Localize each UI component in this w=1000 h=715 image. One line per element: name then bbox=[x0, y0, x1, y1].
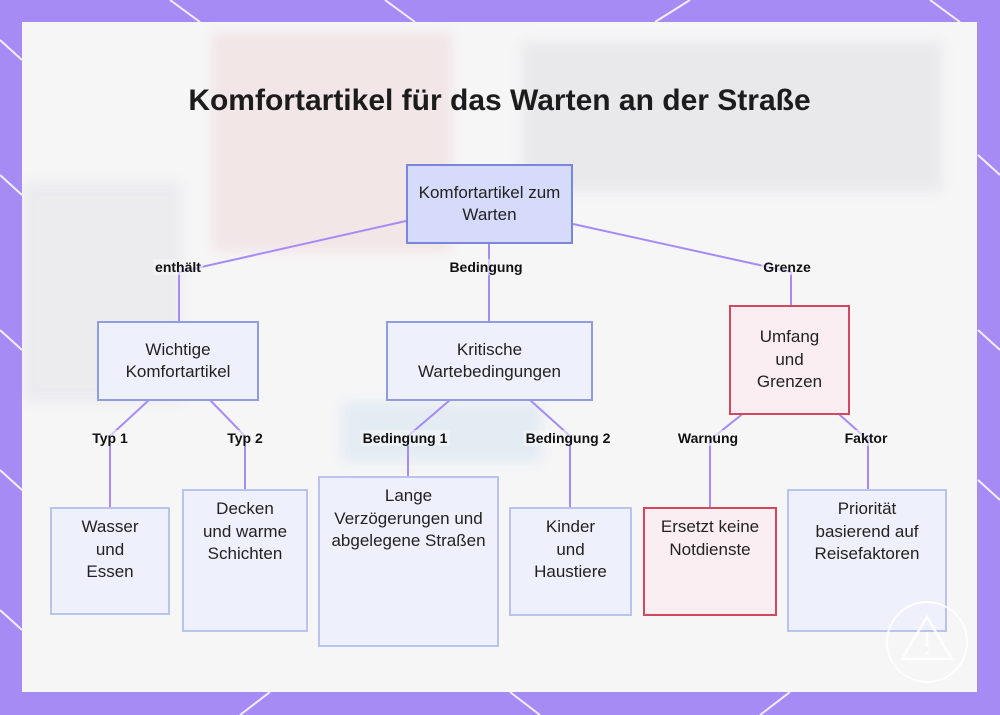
node-no-emergency: Ersetzt keine Notdienste bbox=[643, 507, 777, 616]
edge-label-factor: Faktor bbox=[842, 430, 890, 446]
edge-root-limits bbox=[572, 223, 792, 306]
edge-label-condition: Bedingung bbox=[447, 259, 525, 275]
node-kids-pets-label: Kinder und Haustiere bbox=[534, 517, 607, 581]
node-essentials: Wichtige Komfortartikel bbox=[97, 321, 259, 401]
edge-label-type1: Typ 1 bbox=[90, 430, 130, 446]
page-title: Komfortartikel für das Warten an der Str… bbox=[188, 84, 811, 117]
node-root: Komfortartikel zum Warten bbox=[406, 164, 573, 244]
node-kids-pets: Kinder und Haustiere bbox=[509, 507, 632, 616]
edge-label-limit: Grenze bbox=[761, 259, 813, 275]
edge-label-contains: enthält bbox=[153, 259, 203, 275]
edge-label-condition2: Bedingung 2 bbox=[523, 430, 613, 446]
warning-triangle-icon bbox=[886, 601, 968, 683]
edge-limits-factor bbox=[831, 407, 869, 490]
node-conditions: Kritische Wartebedingungen bbox=[386, 321, 593, 401]
edge-label-warning: Warnung bbox=[675, 430, 741, 446]
edge-label-condition1: Bedingung 1 bbox=[360, 430, 450, 446]
node-priority: Priorität basierend auf Reisefaktoren bbox=[787, 489, 947, 632]
node-conditions-label: Kritische Wartebedingungen bbox=[417, 339, 562, 382]
edge-limits-warning bbox=[709, 407, 751, 507]
node-blankets-label: Decken und warme Schichten bbox=[202, 499, 288, 563]
node-delays: Lange Verzögerungen und abgelegene Straß… bbox=[318, 476, 499, 647]
node-essentials-label: Wichtige Komfortartikel bbox=[125, 339, 231, 382]
diagram-panel: Komfortartikel für das Warten an der Str… bbox=[22, 22, 977, 692]
node-limits-label: Umfang und Grenzen bbox=[756, 327, 823, 392]
node-blankets: Decken und warme Schichten bbox=[182, 489, 308, 632]
edge-essentials-water bbox=[109, 399, 150, 507]
node-water-food: Wasser und Essen bbox=[50, 507, 170, 615]
edge-label-type2: Typ 2 bbox=[225, 430, 265, 446]
node-priority-label: Priorität basierend auf Reisefaktoren bbox=[814, 499, 920, 563]
node-root-label: Komfortartikel zum Warten bbox=[418, 182, 561, 225]
node-no-emergency-label: Ersetzt keine Notdienste bbox=[660, 517, 760, 559]
background-blur bbox=[522, 42, 942, 192]
edge-root-essentials bbox=[178, 220, 407, 322]
edge-conditions-kids bbox=[529, 399, 571, 507]
node-limits: Umfang und Grenzen bbox=[729, 305, 850, 415]
node-delays-label: Lange Verzögerungen und abgelegene Straß… bbox=[331, 486, 486, 550]
node-water-food-label: Wasser und Essen bbox=[81, 517, 139, 581]
